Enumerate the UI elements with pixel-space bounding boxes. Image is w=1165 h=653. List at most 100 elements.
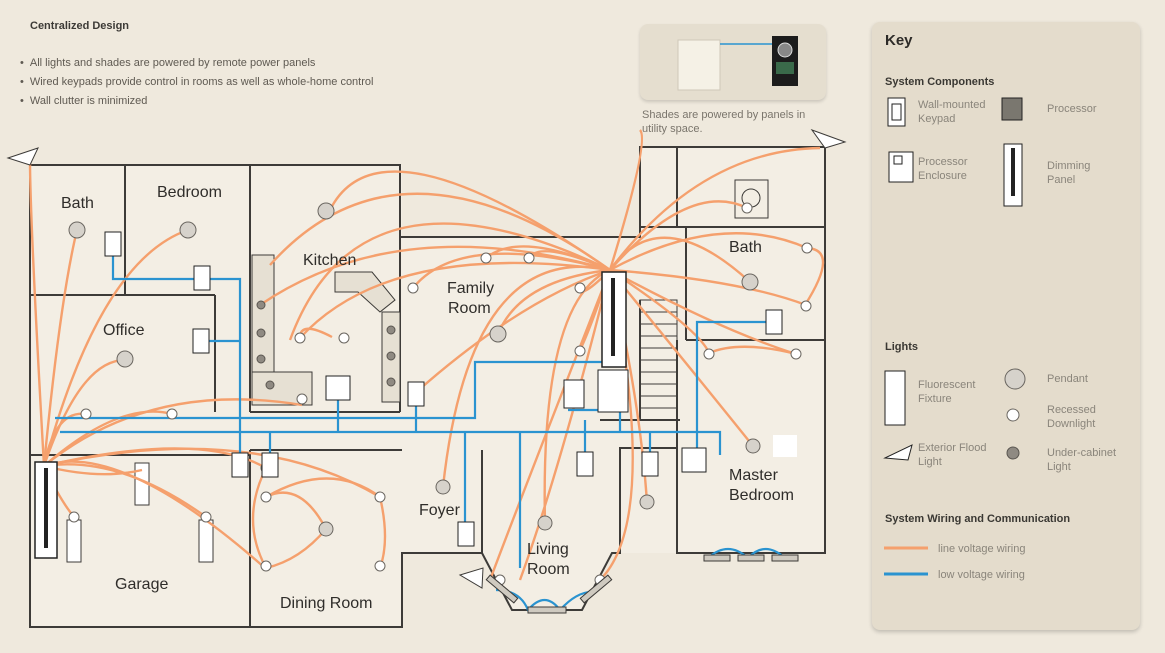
wall-keypad [193,265,211,291]
page-title: Centralized Design [30,20,130,32]
floor-plan: Bath Bedroom Kitchen Family Room Bath Of… [6,128,847,628]
key-label-processor: Processor [1047,103,1097,115]
flood-light-icon [883,444,913,461]
wall-keypad [457,521,475,547]
wall-keypad [325,375,351,401]
exterior-flood-light [6,147,39,166]
key-label-recessed-line1: Recessed [1047,404,1096,416]
room-label-family: Family [447,280,494,297]
pendant-light [435,479,451,495]
key-label-fluorescent-line2: Fixture [918,393,952,405]
room-label-bedroom: Bedroom [157,184,222,201]
shade-inset-card [640,24,826,100]
feature-item: Wall clutter is minimized [20,92,373,111]
recessed-downlight [407,282,419,294]
shade-panel-icon [677,39,721,91]
key-component-icons [887,97,1023,207]
window-shade [485,574,519,604]
pendant-light [179,221,197,239]
under-cabinet-light [386,325,396,335]
processor-icon [1001,97,1023,121]
processor [563,379,585,409]
room-label-dining-room: Dining Room [280,595,372,612]
wall-keypad [765,309,783,335]
wall-keypad [641,451,659,477]
key-label-line-voltage: line voltage wiring [938,543,1026,555]
recessed-downlight [338,332,350,344]
window-shade [527,606,567,614]
dimming-panels [34,271,627,559]
pendant-light [116,350,134,368]
room-label-living-room: Room [527,561,570,578]
key-wiring-icons [884,546,928,576]
key-label-dimming-line2: Panel [1047,174,1076,186]
under-cabinet-light [256,354,266,364]
key-label-low-voltage: low voltage wiring [938,569,1025,581]
walls [29,146,826,628]
room-label-office: Office [103,322,145,339]
recessed-downlight [741,202,753,214]
key-label-enclosure-line2: Enclosure [918,170,967,182]
key-label-pendant: Pendant [1047,373,1088,385]
window-shades [485,554,799,614]
fluorescent-fixture [198,519,214,563]
dimming-panel-bar-icon [1011,148,1015,196]
recessed-downlight [200,511,212,523]
room-label-kitchen: Kitchen [303,252,356,269]
under-cabinet-lights [256,300,396,390]
recessed-downlight [374,491,386,503]
recessed-downlight [703,348,715,360]
recessed-downlight [374,560,386,572]
key-label-keypad-line1: Wall-mounted [918,99,986,111]
key-panel [872,22,1140,630]
wall-keypad [231,452,249,478]
key-label-fluorescent-line1: Fluorescent [918,379,976,391]
pendant-light [317,202,335,220]
shade-panel-board-icon [776,62,794,74]
fluorescent-fixture [66,519,82,563]
fluorescent-icon [884,370,906,426]
recessed-downlight [80,408,92,420]
recessed-downlights [68,202,813,586]
feature-item: All lights and shades are powered by rem… [20,54,373,73]
under-cabinet-light [386,377,396,387]
exterior-flood-light [810,128,847,149]
processor-enclosure-icon [888,151,914,183]
room-label-master: Master [729,467,779,484]
room-label-living: Living [527,541,569,558]
room-labels: Bath Bedroom Kitchen Family Room Bath Of… [61,184,794,612]
key-label-keypad-line2: Keypad [918,113,956,125]
pendant-icon [1004,368,1026,390]
pendant-light [745,438,761,454]
keypad-buttons-icon [891,103,902,121]
key-label-enclosure-line1: Processor [918,156,968,168]
wall-keypad [192,328,210,354]
key-heading-components: System Components [885,76,995,88]
pendant-light [68,221,86,239]
under-cabinet-light [256,328,266,338]
keypad-icon [887,97,906,127]
processor-enclosure [597,369,629,413]
window-shade [771,554,799,562]
room-label-garage: Garage [115,576,168,593]
under-cabinet-icon [1006,446,1020,460]
under-cabinet-light [265,380,275,390]
wall-keypad [407,381,425,407]
shade-panel-dial-icon [777,42,793,58]
wall-keypad [104,231,122,257]
recessed-downlight [294,332,306,344]
key-heading-wiring: System Wiring and Communication [885,513,1071,525]
pendant-light [318,521,334,537]
under-cabinet-light [256,300,266,310]
window-shade [737,554,765,562]
pendant-light [489,325,507,343]
key-label-undercab-line2: Light [1047,461,1071,473]
exterior-flood-lights [6,128,847,589]
wall-keypad [576,451,594,477]
recessed-downlight [801,242,813,254]
dimming-panel-bar [611,278,615,356]
